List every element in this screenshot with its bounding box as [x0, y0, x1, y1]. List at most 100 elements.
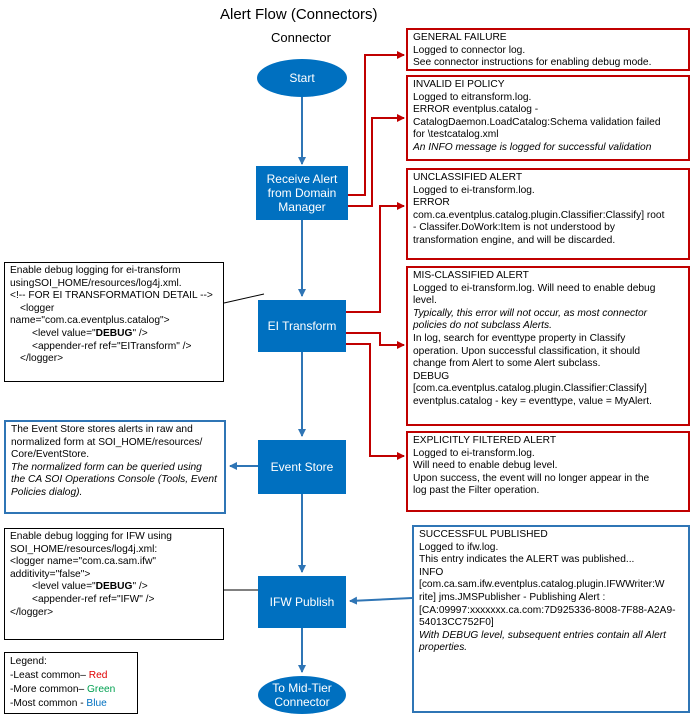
note-line: INFO: [419, 566, 444, 578]
mis-classified-alert-note: MIS-CLASSIFIED ALERT Logged to ei-transf…: [406, 266, 690, 426]
legend-label: -Most common -: [10, 698, 87, 709]
receive-alert-line-3: Manager: [278, 200, 326, 214]
note-line: normalized form at SOI_HOME/resources/: [11, 436, 203, 448]
receive-alert-line-2: from Domain: [267, 186, 337, 200]
note-line: Core/EventStore.: [11, 449, 90, 461]
explicitly-filtered-alert-note: EXPLICITLY FILTERED ALERT Logged to ei-t…: [406, 431, 690, 512]
legend: Legend: -Least common– Red -More common–…: [4, 652, 138, 714]
note-line: INVALID EI POLICY: [413, 79, 505, 90]
note-line: policies do not subclass Alerts.: [413, 320, 552, 332]
note-line: log past the Filter operation.: [413, 485, 540, 497]
to-mid-tier-node: To Mid-Tier Connector: [258, 676, 346, 714]
legend-color-word: Blue: [86, 698, 107, 709]
arrow-general-failure: [342, 51, 405, 196]
note-line: additivity="false">: [10, 568, 91, 580]
note-line: name="com.ca.eventplus.catalog">: [10, 315, 170, 327]
legend-item-red: -Least common– Red: [10, 669, 132, 683]
note-line: <logger name="com.ca.sam.ifw": [10, 556, 156, 568]
note-line: <appender-ref ref="IFW" />: [32, 593, 155, 605]
note-line: usingSOI_HOME/resources/log4j.xml.: [10, 277, 182, 289]
note-line: transformation engine, and will be disca…: [413, 234, 616, 246]
note-line: Typically, this error will not occur, as…: [413, 307, 648, 319]
diagram-title: Alert Flow (Connectors): [220, 6, 378, 23]
note-line: The normalized form can be queried using: [11, 461, 202, 473]
note-line: [CA:09997:xxxxxxx.ca.com:7D925336-8008-7…: [419, 604, 676, 616]
start-label: Start: [289, 71, 315, 85]
debug-ifw-note: Enable debug logging for IFW using SOI_H…: [4, 528, 224, 640]
note-line: Upon success, the event will no longer a…: [413, 472, 650, 484]
to-mid-tier-line-2: Connector: [274, 695, 330, 709]
note-text: <level value=": [32, 327, 96, 339]
note-line: SUCCESSFUL PUBLISHED: [419, 529, 548, 540]
ei-transform-node: EI Transform: [258, 300, 346, 352]
ei-transform-label: EI Transform: [267, 319, 337, 333]
note-line: Logged to eitransform.log.: [413, 91, 532, 103]
note-line: CatalogDaemon.LoadCatalog:Schema validat…: [413, 116, 661, 128]
note-line: EXPLICITLY FILTERED ALERT: [413, 435, 557, 446]
ifw-publish-node: IFW Publish: [258, 576, 346, 628]
note-line: <logger: [20, 302, 55, 314]
note-line: <appender-ref ref="EITransform" />: [32, 340, 192, 352]
arrow-unclassified: [342, 202, 405, 313]
note-line: Logged to connector log.: [413, 44, 526, 56]
legend-color-word: Red: [88, 670, 108, 681]
legend-item-blue: -Most common - Blue: [10, 697, 132, 711]
start-node: Start: [257, 59, 347, 97]
event-store-node: Event Store: [258, 440, 346, 494]
note-line: ERROR eventplus.catalog -: [413, 104, 539, 116]
note-line: Logged to ei-transform.log. Will need to…: [413, 282, 656, 294]
receive-alert-node: Receive Alert from Domain Manager: [256, 166, 348, 220]
note-text: " />: [132, 327, 148, 339]
note-bold-text: DEBUG: [95, 581, 133, 593]
invalid-ei-policy-note: INVALID EI POLICY Logged to eitransform.…: [406, 75, 690, 161]
line-debug-ei-transform: [223, 293, 265, 304]
note-line: ERROR: [413, 197, 450, 209]
note-line: operation. Upon successful classificatio…: [413, 345, 641, 357]
successful-published-note: SUCCESSFUL PUBLISHED Logged to ifw.log. …: [412, 525, 690, 713]
legend-title: Legend:: [10, 656, 47, 667]
note-line: </logger>: [10, 606, 54, 618]
note-line: Enable debug logging for ei-transform: [10, 265, 181, 276]
note-line: Logged to ei-transform.log.: [413, 447, 535, 459]
receive-alert-line-1: Receive Alert: [266, 172, 338, 186]
note-line: UNCLASSIFIED ALERT: [413, 172, 523, 183]
arrow-mis-classified: [342, 332, 405, 349]
note-line: com.ca.eventplus.catalog.plugin.Classifi…: [413, 209, 665, 221]
arrow-explicitly-filtered: [342, 343, 405, 460]
lane-label: Connector: [271, 30, 331, 45]
event-store-note: The Event Store stores alerts in raw and…: [4, 420, 226, 514]
note-line: The Event Store stores alerts in raw and: [11, 424, 193, 435]
legend-label: -Least common–: [10, 670, 89, 681]
note-line: [com.ca.eventplus.catalog.plugin.Classif…: [413, 383, 647, 395]
arrow-published-ifw: [349, 596, 413, 605]
note-line: level.: [413, 295, 437, 307]
note-bold-text: DEBUG: [95, 327, 133, 339]
ifw-publish-label: IFW Publish: [269, 595, 335, 609]
note-text: " />: [132, 581, 148, 593]
note-line: the CA SOI Operations Console (Tools, Ev…: [11, 474, 217, 486]
to-mid-tier-line-1: To Mid-Tier: [272, 681, 332, 695]
note-line: - Classifer.DoWork:Item is not understoo…: [413, 222, 615, 234]
note-line: Logged to ei-transform.log.: [413, 184, 535, 196]
note-line: GENERAL FAILURE: [413, 32, 507, 43]
note-line: for \testcatalog.xml: [413, 129, 499, 141]
note-line: See connector instructions for enabling …: [413, 57, 652, 69]
note-line: Logged to ifw.log.: [419, 541, 499, 553]
note-line: <!-- FOR EI TRANSFORMATION DETAIL -->: [10, 290, 213, 302]
note-line: MIS-CLASSIFIED ALERT: [413, 270, 529, 281]
legend-color-word: Green: [87, 684, 116, 695]
note-line: With DEBUG level, subsequent entries con…: [419, 629, 666, 641]
event-store-label: Event Store: [270, 460, 334, 474]
note-line: Will need to enable debug level.: [413, 460, 558, 472]
note-line: Enable debug logging for IFW using: [10, 531, 172, 542]
legend-item-green: -More common– Green: [10, 683, 132, 697]
note-line: 54013CC752F0]: [419, 617, 494, 629]
general-failure-note: GENERAL FAILURE Logged to connector log.…: [406, 28, 690, 71]
note-line: [com.ca.sam.ifw.eventplus.catalog.plugin…: [419, 579, 665, 591]
note-line: DEBUG: [413, 370, 450, 382]
note-line: Policies dialog).: [11, 486, 83, 498]
note-line: change from Alert to some Alert subclass…: [413, 358, 601, 370]
note-line: <level value="DEBUG" />: [10, 328, 218, 341]
